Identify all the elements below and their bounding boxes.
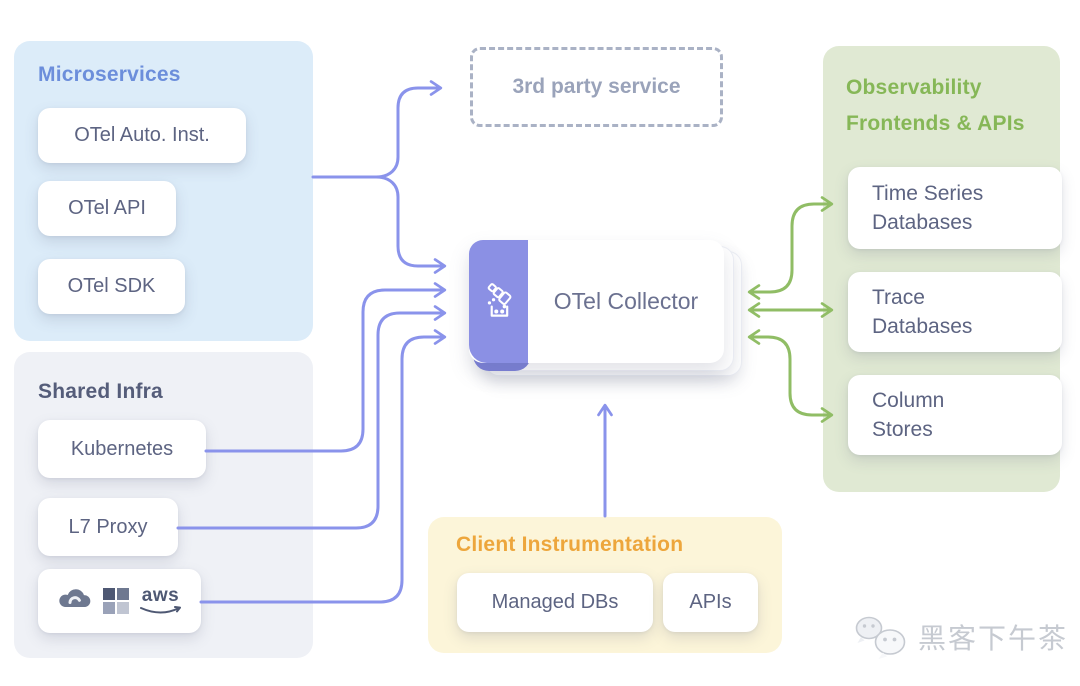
third-party-service-label: 3rd party service [512, 75, 681, 98]
microservices-title: Microservices [38, 63, 181, 86]
arrow-collector-time-series [747, 196, 834, 300]
otel-collector-telescope-icon [487, 282, 511, 317]
otel-api-card: OTel API [38, 181, 176, 236]
arrow-microservices-to-collector [374, 175, 447, 274]
aws-smile-arrow [139, 606, 181, 614]
aws-logo: aws [139, 586, 183, 616]
otel-auto-inst-card: OTel Auto. Inst. [38, 108, 246, 163]
client-instrumentation-group: Client Instrumentation Managed DBs APIs [428, 517, 782, 653]
otel-api-label: OTel API [68, 197, 146, 219]
otel-sdk-label: OTel SDK [67, 275, 156, 297]
otel-collector-label: OTel Collector [553, 288, 699, 314]
microservices-group: Microservices OTel Auto. Inst. OTel API … [14, 41, 313, 341]
shared-infra-group: Shared Infra Kubernetes L7 Proxy aws [14, 352, 313, 658]
otel-collector-node: OTel Collector [469, 240, 742, 376]
column-stores-label: Column Stores [872, 389, 945, 441]
apis-label: APIs [689, 591, 732, 613]
third-party-service-box: 3rd party service [470, 47, 723, 127]
azure-icon [102, 588, 129, 614]
trace-databases-card: Trace Databases [848, 272, 1062, 352]
trace-databases-label: Trace Databases [872, 286, 973, 338]
time-series-databases-card: Time Series Databases [848, 167, 1062, 249]
arrow-microservices-to-third-party [311, 80, 443, 179]
observability-group: Observability Frontends & APIs Time Seri… [823, 46, 1062, 492]
aws-logo-text: aws [141, 585, 180, 606]
column-stores-card: Column Stores [848, 375, 1062, 455]
observability-title: Observability Frontends & APIs [846, 70, 1025, 142]
time-series-databases-label: Time Series Databases [872, 182, 984, 234]
google-cloud-icon [57, 585, 93, 617]
l7-proxy-label: L7 Proxy [68, 515, 148, 538]
kubernetes-card: Kubernetes [38, 420, 206, 478]
wechat-icon [855, 616, 906, 659]
apis-card: APIs [663, 573, 758, 632]
kubernetes-label: Kubernetes [70, 437, 174, 460]
collector-icon-panel [469, 240, 528, 363]
otel-sdk-card: OTel SDK [38, 259, 185, 314]
managed-dbs-label: Managed DBs [491, 591, 619, 613]
arrow-collector-column [747, 329, 834, 423]
watermark-text: 黑客下午茶 [918, 623, 1069, 654]
shared-infra-title: Shared Infra [38, 380, 163, 403]
observability-title-line2: Frontends & APIs [846, 112, 1025, 135]
l7-proxy-card: L7 Proxy [38, 498, 178, 556]
observability-title-line1: Observability [846, 76, 982, 99]
cloud-providers-card: aws [38, 569, 201, 633]
client-instrumentation-title: Client Instrumentation [456, 533, 684, 556]
otel-auto-inst-label: OTel Auto. Inst. [74, 124, 210, 146]
watermark: 黑客下午茶 [852, 613, 1068, 661]
collector-card: OTel Collector [469, 240, 724, 363]
managed-dbs-card: Managed DBs [457, 573, 653, 632]
